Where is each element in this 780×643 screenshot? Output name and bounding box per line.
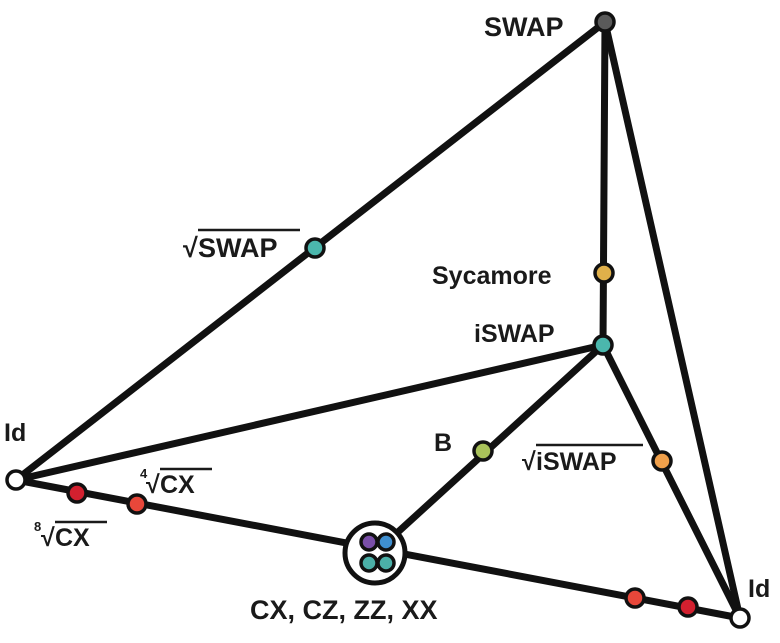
label-root4-cx: 4 √ CX (140, 466, 212, 499)
label-id-right: Id (748, 575, 770, 603)
label-sqrt-iswap: √ iSWAP (522, 443, 643, 476)
label-root4-cx-text: CX (160, 471, 195, 499)
node-id-right (729, 607, 751, 629)
node-root8-cx (66, 482, 88, 504)
radical-sign: √ (522, 448, 536, 476)
label-id-left: Id (4, 419, 26, 447)
label-sycamore: Sycamore (432, 262, 552, 290)
root-index: 4 (140, 466, 148, 481)
node-sqrt-swap (304, 237, 326, 259)
cnot-class-ring (342, 520, 408, 586)
node-right-red-dark (677, 596, 699, 618)
edge-iswap-to-id-right (599, 341, 744, 622)
radical-sign: √ (183, 233, 198, 263)
node-b (472, 440, 494, 462)
label-sqrt-swap: √ SWAP (183, 228, 300, 263)
label-sqrt-swap-text: SWAP (198, 233, 278, 263)
cluster-dot-purple (359, 532, 379, 552)
node-right-red-light (624, 587, 646, 609)
label-iswap: iSWAP (474, 320, 555, 348)
label-root8-cx: 8 √ CX (34, 519, 107, 552)
cluster-dot-teal-right (376, 553, 396, 573)
node-root4-cx (126, 493, 148, 515)
label-b: B (434, 429, 452, 457)
node-iswap (592, 334, 614, 356)
label-root8-cx-text: CX (55, 524, 90, 552)
cluster-dot-teal-left (359, 553, 379, 573)
node-swap (594, 11, 616, 33)
label-swap: SWAP (484, 12, 564, 42)
node-sycamore (593, 262, 615, 284)
node-id-left (5, 469, 27, 491)
radical-sign: √ (146, 471, 160, 499)
edge-swap-to-iswap (599, 18, 609, 349)
root-index: 8 (34, 519, 41, 534)
edge-swap-to-id-right (601, 18, 744, 622)
cluster-dot-blue (376, 532, 396, 552)
label-cnot-class: CX, CZ, ZZ, XX (250, 595, 438, 625)
radical-sign: √ (41, 524, 55, 552)
node-sqrt-iswap (651, 450, 673, 472)
edge-id-left-to-iswap (12, 341, 607, 484)
label-sqrt-iswap-text: iSWAP (536, 448, 617, 476)
